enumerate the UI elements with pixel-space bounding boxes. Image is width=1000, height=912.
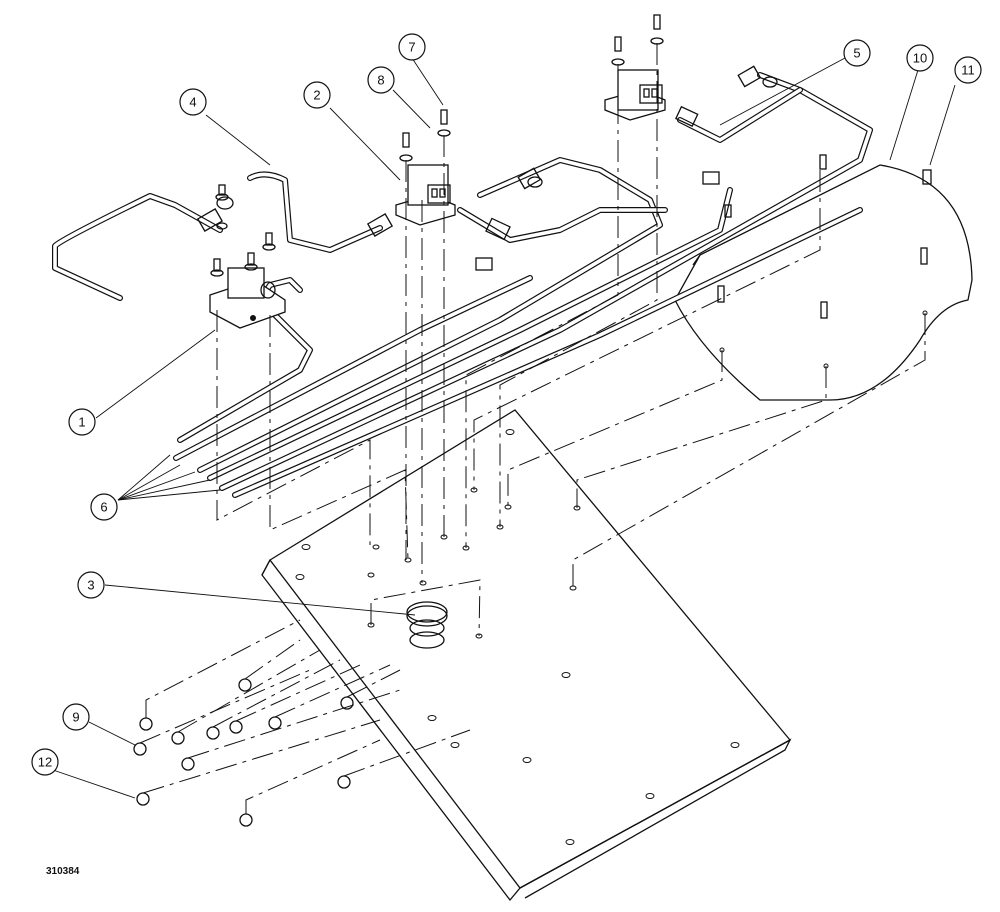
- callout-6-label: 6: [100, 500, 107, 515]
- callout-leaders: [52, 57, 956, 799]
- callout-1: 1: [68, 408, 96, 436]
- callout-5-label: 5: [853, 46, 860, 61]
- cover-plate: [674, 164, 973, 401]
- callout-5: 5: [843, 39, 871, 67]
- drawing-number: 310384: [46, 866, 80, 877]
- callout-12-label: 12: [38, 755, 52, 770]
- callout-12: 12: [31, 748, 59, 776]
- callout-4: 4: [179, 88, 207, 116]
- grommet: [406, 601, 448, 649]
- nuts: [133, 678, 354, 827]
- callout-1-label: 1: [78, 415, 85, 430]
- callout-6: 6: [90, 493, 118, 521]
- callout-7-label: 7: [408, 40, 415, 55]
- switch-assembly-3: [604, 69, 666, 121]
- callout-3-label: 3: [87, 578, 94, 593]
- callout-9: 9: [62, 703, 90, 731]
- base-plate: [261, 409, 792, 902]
- callout-10-label: 10: [913, 51, 927, 66]
- callout-9-label: 9: [72, 710, 79, 725]
- assembly-lines: [139, 43, 926, 814]
- callout-11-label: 11: [961, 63, 975, 78]
- callout-7: 7: [398, 33, 426, 61]
- callout-2-label: 2: [313, 88, 320, 103]
- callout-11: 11: [954, 56, 982, 84]
- callout-8: 8: [367, 66, 395, 94]
- fittings: [196, 65, 778, 271]
- switch-assembly-1: [209, 267, 286, 329]
- switch-assembly-2: [395, 164, 456, 226]
- callout-2: 2: [303, 81, 331, 109]
- callout-3: 3: [77, 571, 105, 599]
- callout-4-label: 4: [189, 95, 196, 110]
- callout-10: 10: [906, 44, 934, 72]
- callout-8-label: 8: [377, 73, 384, 88]
